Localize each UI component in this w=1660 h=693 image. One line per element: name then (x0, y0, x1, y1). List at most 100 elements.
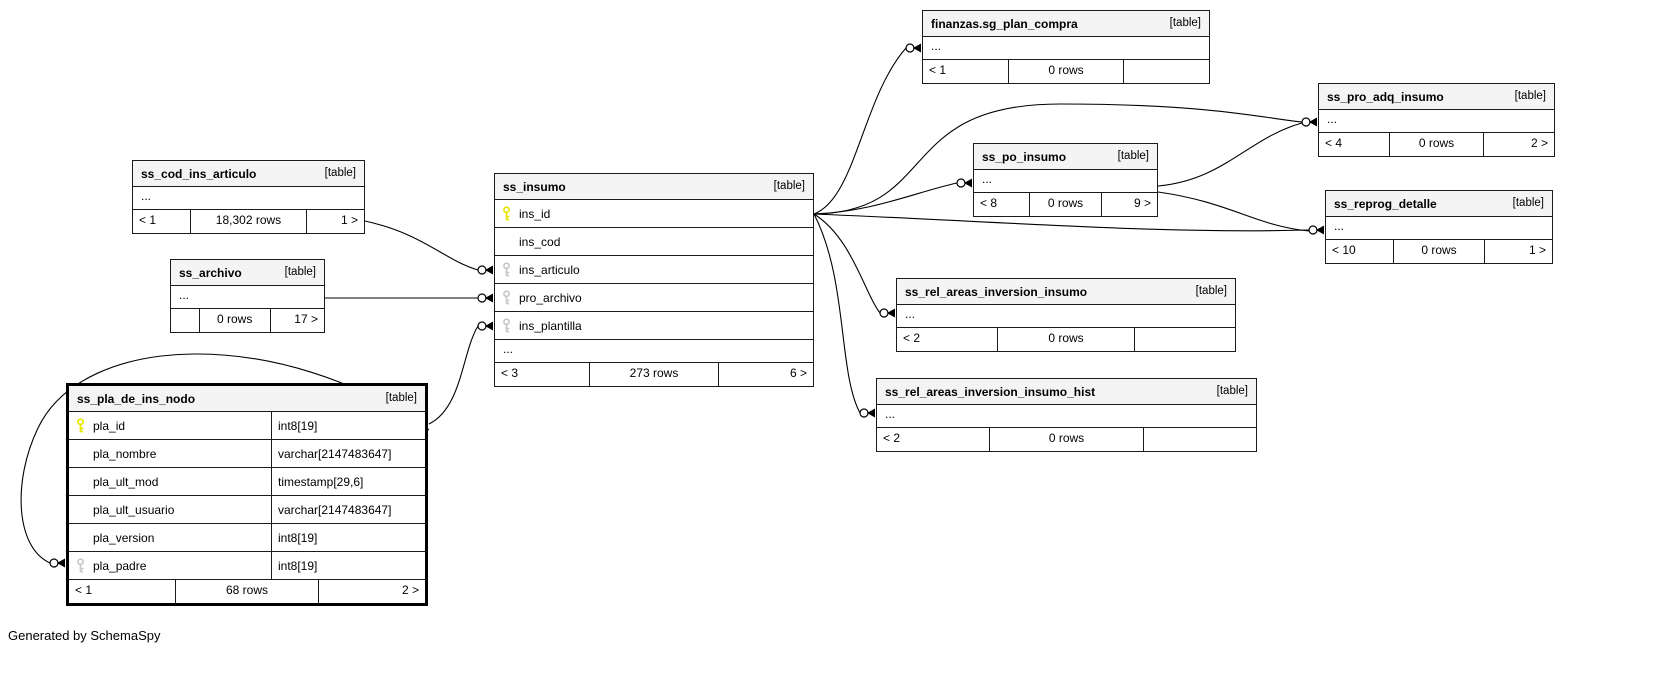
table-name[interactable]: finanzas.sg_plan_compra (931, 16, 1078, 31)
column-name: pla_version (93, 530, 155, 545)
foreign-key-icon (501, 262, 519, 277)
related-out-count: 2 > (1483, 133, 1554, 156)
fk-edge-insumo-finanzas (813, 47, 907, 215)
table-name[interactable]: ss_po_insumo (982, 149, 1067, 164)
hidden-columns-ellipsis: ... (133, 187, 364, 210)
table-header: ss_insumo [table] (495, 174, 813, 200)
column-row: ins_articulo (495, 256, 813, 284)
related-in-count: < 1 (75, 583, 93, 597)
related-in-count: < 2 (903, 331, 921, 345)
column-name: pla_id (93, 418, 126, 433)
column-row: pla_ult_usuario varchar[2147483647] (69, 496, 425, 524)
related-in-count: < 4 (1325, 136, 1343, 150)
table-header: ss_cod_ins_articulo [table] (133, 161, 364, 187)
related-in-count: < 8 (980, 196, 998, 210)
table-header: ss_pla_de_ins_nodo[table] (69, 386, 425, 412)
column-name: ins_plantilla (519, 318, 582, 333)
table-header: ss_po_insumo [table] (974, 144, 1157, 170)
related-out-count: 9 > (1101, 193, 1157, 216)
related-out-count (1142, 428, 1256, 451)
related-out-count (1133, 328, 1235, 351)
column-name: pla_ult_usuario (93, 502, 175, 517)
fk-edge-pla-nodo-insumo (428, 325, 479, 425)
table-type-label: [table] (1117, 149, 1149, 162)
column-type: int8[19] (271, 524, 425, 551)
related-in-count: < 10 (1332, 243, 1356, 257)
table-type-label: [table] (324, 166, 356, 179)
fk-edge-insumo-reprog (813, 213, 1310, 232)
hidden-columns-ellipsis: ... (974, 170, 1157, 193)
foreign-key-icon (501, 290, 519, 305)
fk-edge-cod-ins-articulo-insumo (364, 220, 479, 271)
related-in-count: < 1 (139, 213, 157, 227)
column-name: pro_archivo (519, 290, 582, 305)
hidden-columns-ellipsis: ... (877, 405, 1256, 428)
hidden-columns-ellipsis: ... (1319, 110, 1554, 133)
table-header: finanzas.sg_plan_compra[table] (923, 11, 1209, 37)
table-header: ss_archivo[table] (171, 260, 324, 286)
column-name: ins_cod (519, 234, 561, 249)
column-row: pla_version int8[19] (69, 524, 425, 552)
table-name[interactable]: ss_archivo (179, 265, 242, 280)
column-row: pro_archivo (495, 284, 813, 312)
table-header: ss_rel_areas_inversion_insumo[table] (897, 279, 1235, 305)
row-count: 0 rows (1007, 60, 1123, 83)
related-out-count: 6 > (717, 363, 813, 386)
column-name: pla_padre (93, 558, 147, 573)
column-row: ins_plantilla (495, 312, 813, 340)
row-count: 0 rows (1028, 193, 1102, 216)
table-name[interactable]: ss_rel_areas_inversion_insumo_hist (885, 384, 1096, 399)
table-type-label: [table] (1514, 89, 1546, 102)
table-name[interactable]: ss_reprog_detalle (1334, 196, 1437, 211)
fk-endpoint-marker (477, 293, 493, 303)
related-in-count: < 1 (929, 63, 947, 77)
table-name[interactable]: ss_pro_adq_insumo (1327, 89, 1444, 104)
fk-endpoint-marker (477, 265, 493, 275)
table-header: ss_pro_adq_insumo [table] (1319, 84, 1554, 110)
related-out-count: 2 > (318, 580, 425, 603)
primary-key-icon (501, 206, 519, 221)
generated-by-label: Generated by SchemaSpy (8, 628, 161, 643)
table-ss-rel-areas-inversion-insumo: ss_rel_areas_inversion_insumo[table]... <… (896, 278, 1236, 352)
related-out-count: 1 > (1483, 240, 1552, 263)
table-type-label: [table] (773, 179, 805, 192)
hidden-columns-ellipsis: ... (923, 37, 1209, 60)
column-type: varchar[2147483647] (271, 496, 425, 523)
table-footer: < 1 0 rows (923, 60, 1209, 83)
fk-endpoint-marker (49, 558, 65, 568)
column-name: ins_id (519, 206, 551, 221)
fk-edge-insumo-pro-adq (813, 103, 1303, 215)
table-name[interactable]: ss_rel_areas_inversion_insumo (905, 284, 1088, 299)
row-count: 0 rows (997, 328, 1134, 351)
foreign-key-icon (501, 318, 519, 333)
related-in-count: < 2 (883, 431, 901, 445)
table-header: ss_reprog_detalle [table] (1326, 191, 1552, 217)
primary-key-icon (75, 418, 93, 433)
table-name[interactable]: ss_pla_de_ins_nodo (77, 391, 196, 406)
column-name: ins_articulo (519, 262, 580, 277)
column-row: ins_id (495, 200, 813, 228)
row-count: 0 rows (1388, 133, 1483, 156)
row-count: 273 rows (589, 363, 717, 386)
table-name[interactable]: ss_cod_ins_articulo (141, 166, 257, 181)
hidden-columns-ellipsis: ... (897, 305, 1235, 328)
table-name[interactable]: ss_insumo (503, 179, 566, 194)
table-type-label: [table] (1512, 196, 1544, 209)
related-out-count: 1 > (306, 210, 364, 233)
row-count: 0 rows (1393, 240, 1483, 263)
fk-edge-po-insumo-pro-adq (1157, 122, 1303, 187)
fk-endpoint-marker (477, 321, 493, 331)
fk-endpoint-marker (905, 43, 921, 53)
